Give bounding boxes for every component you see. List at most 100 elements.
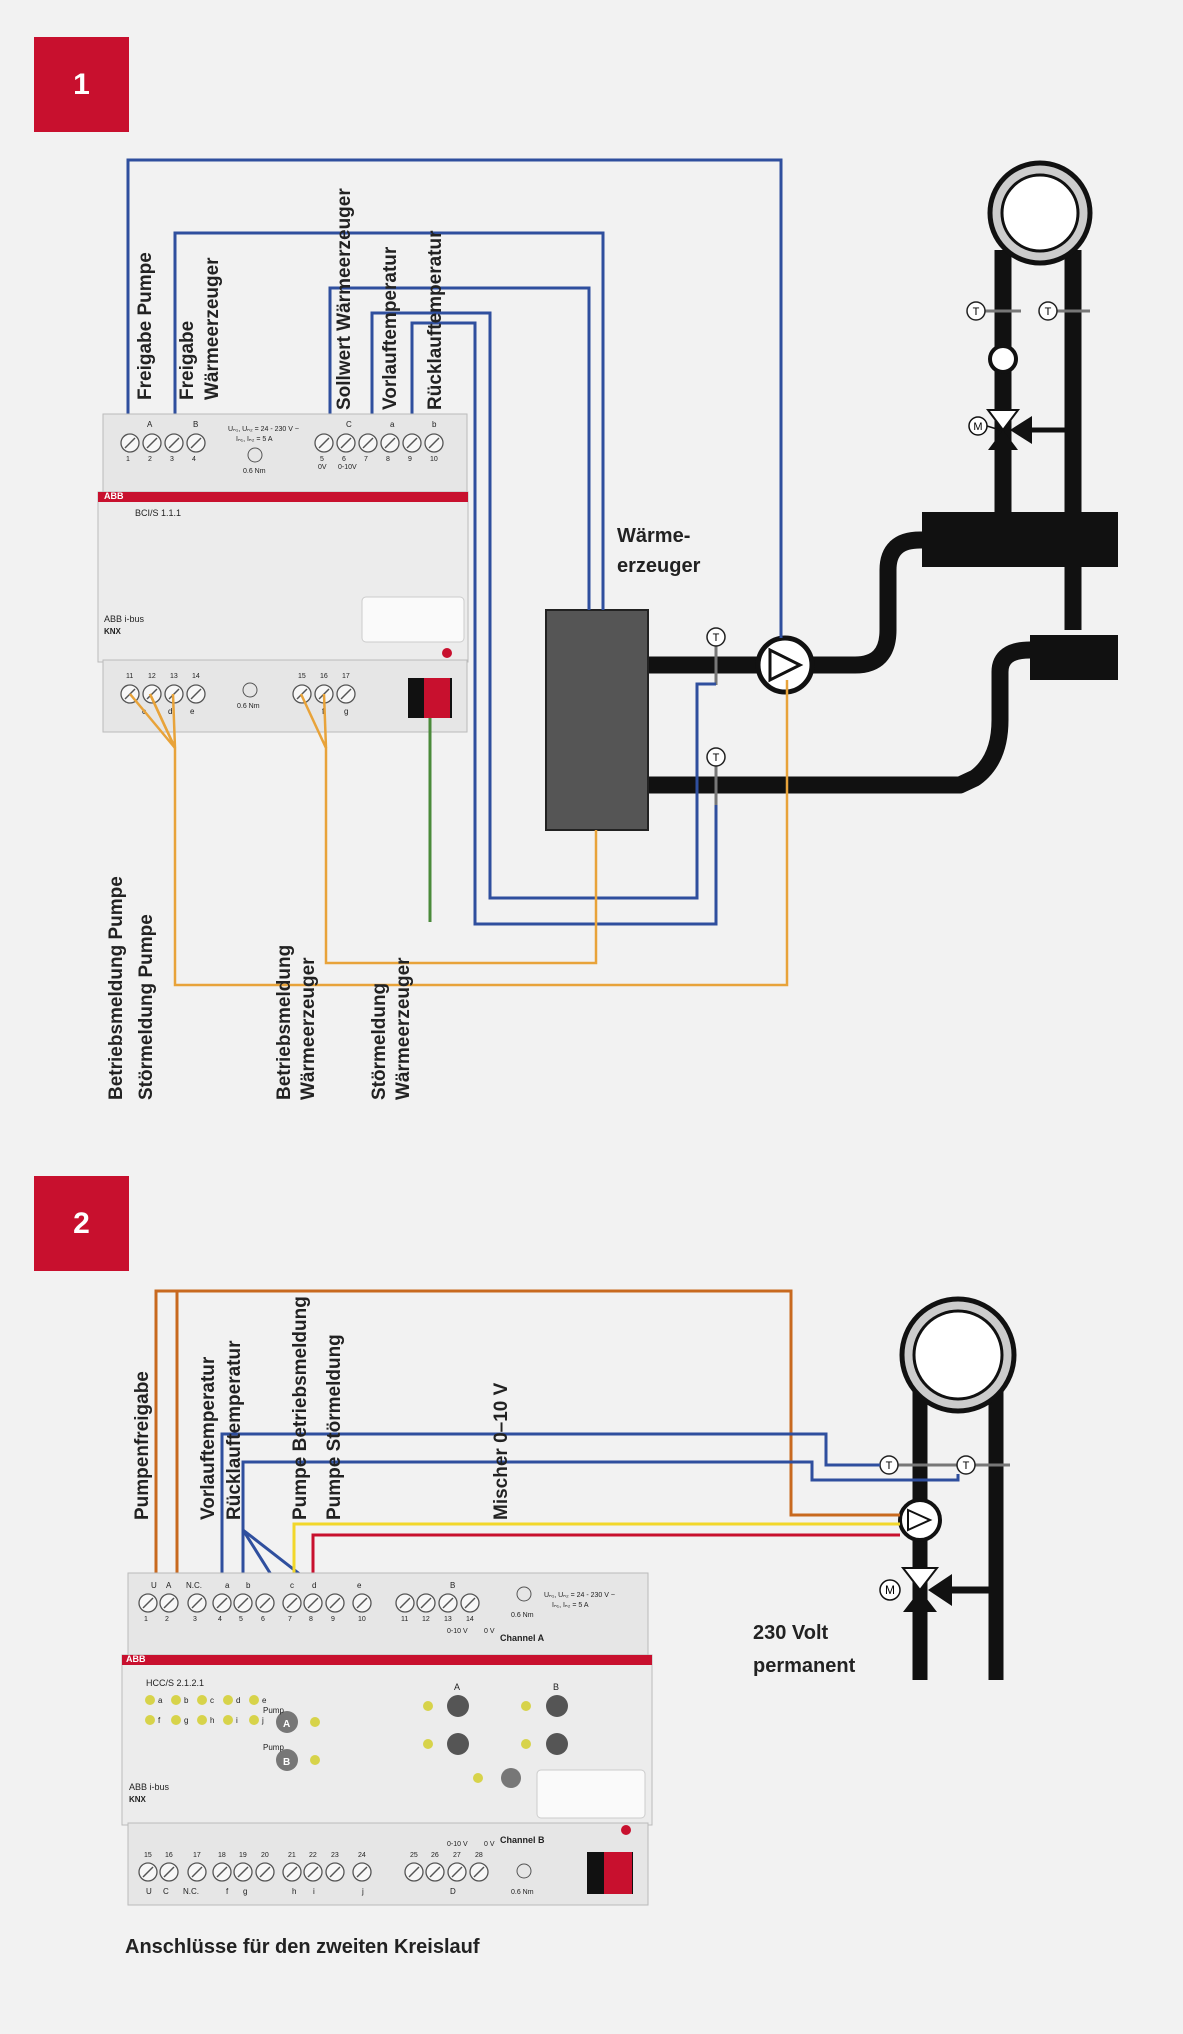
device-2-mark-bb: B xyxy=(450,1581,455,1590)
d2-top-screw-14 xyxy=(460,1593,480,1613)
d2-bot-screw-16 xyxy=(159,1862,179,1882)
led-d xyxy=(223,1695,233,1705)
label-betrieb-pumpe: Betriebsmeldung Pumpe xyxy=(106,876,127,1100)
device-2-bmark-d: D xyxy=(450,1887,456,1896)
d2-bot-screw-22 xyxy=(303,1862,323,1882)
bci-device xyxy=(97,413,469,733)
device-2-pump-b-label: Pump xyxy=(263,1743,284,1752)
device-1-letter-e: e xyxy=(190,707,195,716)
d1-bot-terminal-15: 15 xyxy=(298,673,306,680)
device-1-letter-a2: a xyxy=(390,420,395,429)
device-1-bus: ABB i-bus xyxy=(104,614,145,624)
d1-bot-terminal-17: 17 xyxy=(342,673,350,680)
d2-bot-screw-21 xyxy=(282,1862,302,1882)
mixing-valve-1: M xyxy=(968,409,1073,450)
d2-top-terminal-5: 5 xyxy=(239,1616,243,1623)
label-freigabe-1: Freigabe xyxy=(177,321,198,400)
hydraulic-header-top xyxy=(922,512,1118,567)
d1-top-terminal-9: 9 xyxy=(408,456,412,463)
d2-top-terminal-14: 14 xyxy=(466,1616,474,1623)
device-1-knx: KNX xyxy=(104,627,122,636)
d1-top-terminal-5: 5 xyxy=(320,456,324,463)
heat-generator-box xyxy=(545,609,649,831)
status-led-4 xyxy=(521,1701,531,1711)
led-label-e: e xyxy=(262,1696,267,1705)
device-2-rating-2: Iₙ₁, Iₙ₂ = 5 A xyxy=(552,1602,589,1609)
pump-2 xyxy=(898,1498,942,1542)
label-pumpe-betrieb: Pumpe Betriebsmeldung xyxy=(290,1296,311,1520)
led-label-f: f xyxy=(158,1716,161,1725)
d2-top-screw-7 xyxy=(282,1593,302,1613)
d2-top-terminal-10: 10 xyxy=(358,1616,366,1623)
label-stoer-pumpe: Störmeldung Pumpe xyxy=(136,914,157,1100)
led-label-j: j xyxy=(261,1716,264,1725)
device-2-valve-b: B xyxy=(553,1682,559,1692)
svg-text:M: M xyxy=(885,1583,895,1597)
device-2-brand: ABB xyxy=(126,1654,146,1664)
device-2-knx: KNX xyxy=(129,1795,147,1804)
device-2-pump-a: A xyxy=(283,1719,290,1730)
device-2-mark-a2: a xyxy=(225,1581,230,1590)
device-2-rating-1: Uₙ₁, Uₙ₂ = 24 - 230 V ~ xyxy=(544,1592,615,1599)
led-j xyxy=(249,1715,259,1725)
d1-top-screw-7 xyxy=(358,433,378,453)
device-1-range: 0-10V xyxy=(338,464,357,471)
d2-bot-screw-17 xyxy=(187,1862,207,1882)
label-ruecklauf: Rücklauftemperatur xyxy=(425,230,446,410)
d1-top-screw-6 xyxy=(336,433,356,453)
return-sensor-1 xyxy=(706,747,726,805)
d2-top-screw-11 xyxy=(395,1593,415,1613)
d2-bot-screw-24 xyxy=(352,1862,372,1882)
d1-top-screw-8 xyxy=(380,433,400,453)
section-2-badge: 2 xyxy=(34,1176,129,1271)
device-1-torque-bottom: 0.6 Nm xyxy=(237,703,260,710)
d2-top-screw-2 xyxy=(159,1593,179,1613)
device-1-model: BCI/S 1.1.1 xyxy=(135,508,181,518)
label-vorlauf-2: Vorlauftemperatur xyxy=(198,1356,219,1520)
led-h xyxy=(197,1715,207,1725)
d2-bot-terminal-15: 15 xyxy=(144,1852,152,1859)
d2-bot-terminal-22: 22 xyxy=(309,1852,317,1859)
status-led-2 xyxy=(423,1701,433,1711)
d2-top-screw-1 xyxy=(138,1593,158,1613)
label-betrieb-waerme-2: Wärmeerzeuger xyxy=(298,957,319,1100)
d2-bot-terminal-25: 25 xyxy=(410,1852,418,1859)
device-1-rating-2: Iₙ₁, Iₙ₂ = 5 A xyxy=(236,436,273,443)
section-1-badge: 1 xyxy=(34,37,129,132)
d2-bot-terminal-20: 20 xyxy=(261,1852,269,1859)
d2-top-terminal-13: 13 xyxy=(444,1616,452,1623)
d1-top-screw-2 xyxy=(142,433,162,453)
status-led-0 xyxy=(310,1717,320,1727)
d2-top-screw-9 xyxy=(325,1593,345,1613)
d1-top-terminal-7: 7 xyxy=(364,456,368,463)
d1-top-screw-9 xyxy=(402,433,422,453)
label-waerme-1: Wärme- xyxy=(617,525,690,547)
status-led-1 xyxy=(310,1755,320,1765)
section-2-wires xyxy=(154,1289,960,1602)
d1-top-screw-1 xyxy=(120,433,140,453)
device-2-bus: ABB i-bus xyxy=(129,1782,170,1792)
d1-top-terminal-1: 1 xyxy=(126,456,130,463)
led-e xyxy=(249,1695,259,1705)
device-1-rating-1: Uₙ₁, Uₙ₂ = 24 - 230 V ~ xyxy=(228,426,299,433)
d2-bot-terminal-21: 21 xyxy=(288,1852,296,1859)
status-led-3 xyxy=(423,1739,433,1749)
device-2-bmark-nc: N.C. xyxy=(183,1887,199,1896)
device-1-letter-b: B xyxy=(193,420,198,429)
led-b xyxy=(171,1695,181,1705)
device-2-bmark-i: i xyxy=(313,1887,315,1896)
device-2-torque-bottom: 0.6 Nm xyxy=(511,1889,534,1896)
led-f xyxy=(145,1715,155,1725)
d1-top-screw-10 xyxy=(424,433,444,453)
label-waerme-2: erzeuger xyxy=(617,555,701,577)
radiator-2 xyxy=(899,1296,1017,1414)
device-2-bmark-g: g xyxy=(243,1887,247,1896)
d1-top-terminal-8: 8 xyxy=(386,456,390,463)
device-2-0v-b: 0 V xyxy=(484,1841,495,1848)
d1-bot-screw-17 xyxy=(336,684,356,704)
d2-top-screw-4 xyxy=(212,1593,232,1613)
